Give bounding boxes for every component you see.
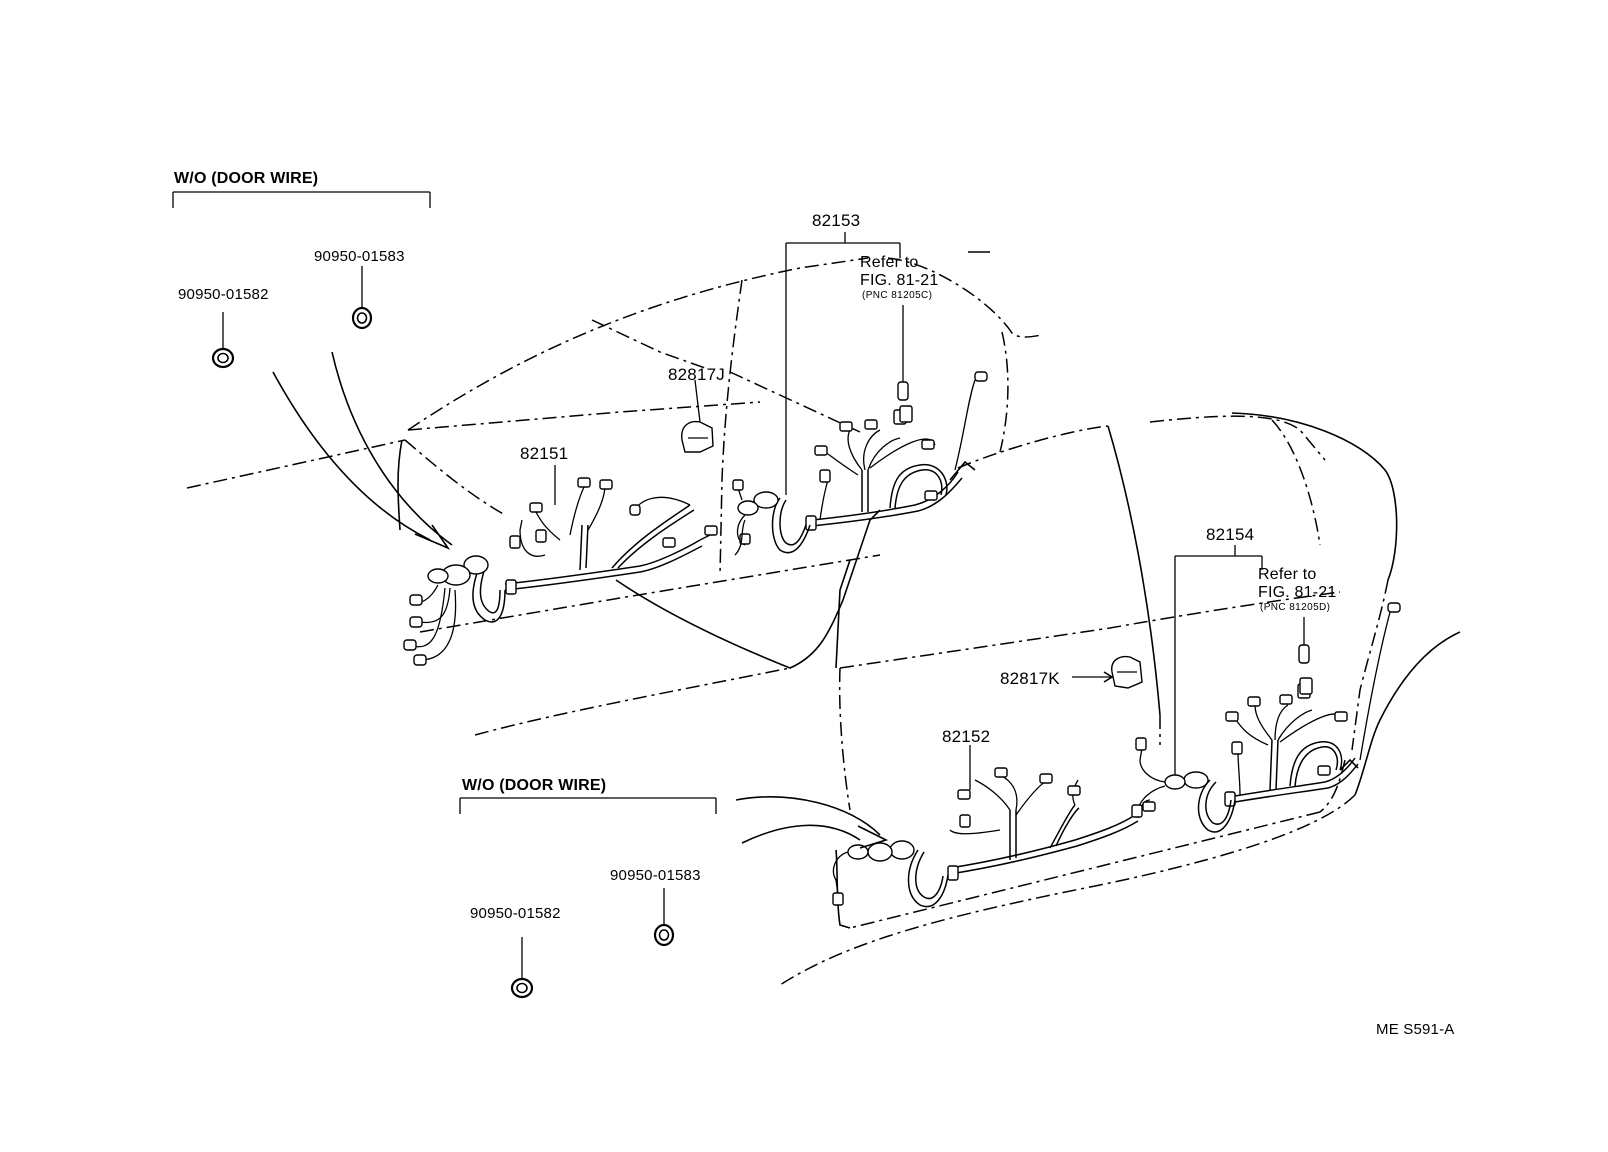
grommet-icon-lower-b (653, 888, 675, 947)
part-number-grommet-a-upper: 90950-01582 (178, 286, 269, 303)
grommet-leader-arrows-lower (735, 796, 889, 849)
rear-door-body-outline (779, 412, 1461, 986)
grommet-icon-upper-a (211, 312, 235, 369)
part-number-front-right-harness: 82153 (812, 211, 861, 230)
grommet-icon-upper-b (351, 266, 373, 330)
figure-code: ME S591-A (1376, 1021, 1455, 1038)
reference-upper-line1: Refer to (860, 254, 919, 271)
label-leaders-upper (554, 232, 913, 505)
variant-label-upper: W/O (DOOR WIRE) (174, 170, 319, 187)
rear-right-harness-82154 (1131, 602, 1401, 833)
reference-lower-line1: Refer to (1258, 566, 1317, 583)
grommet-icon-lower-a (510, 937, 534, 999)
part-number-front-left-harness: 82151 (520, 444, 569, 463)
rear-left-harness-82152 (832, 767, 1156, 908)
front-right-harness-82153 (732, 371, 988, 556)
reference-upper-line2: FIG. 81-21 (860, 272, 939, 289)
reference-lower-line3: (PNC 81205D) (1260, 602, 1331, 613)
part-number-grommet-b-lower: 90950-01583 (610, 867, 701, 884)
part-number-connector-lower: 82817K (1000, 669, 1060, 688)
grommet-leader-arrows-upper (272, 351, 453, 550)
variant-label-lower: W/O (DOOR WIRE) (462, 777, 607, 794)
front-left-harness-82151 (403, 477, 718, 666)
connector-icon-82817k (1072, 655, 1143, 689)
front-door-body-outline (186, 251, 1109, 736)
bracket-icon-lower (459, 797, 717, 814)
part-number-rear-right-harness: 82154 (1206, 525, 1255, 544)
reference-upper-line3: (PNC 81205C) (862, 290, 933, 301)
part-number-grommet-a-lower: 90950-01582 (470, 905, 561, 922)
reference-lower-line2: FIG. 81-21 (1258, 584, 1337, 601)
bracket-icon-upper (172, 191, 431, 208)
part-number-grommet-b-upper: 90950-01583 (314, 248, 405, 265)
connector-icon-82817j (681, 379, 714, 453)
part-number-rear-left-harness: 82152 (942, 727, 991, 746)
label-leaders-lower (969, 545, 1313, 790)
part-number-connector-upper: 82817J (668, 365, 725, 384)
